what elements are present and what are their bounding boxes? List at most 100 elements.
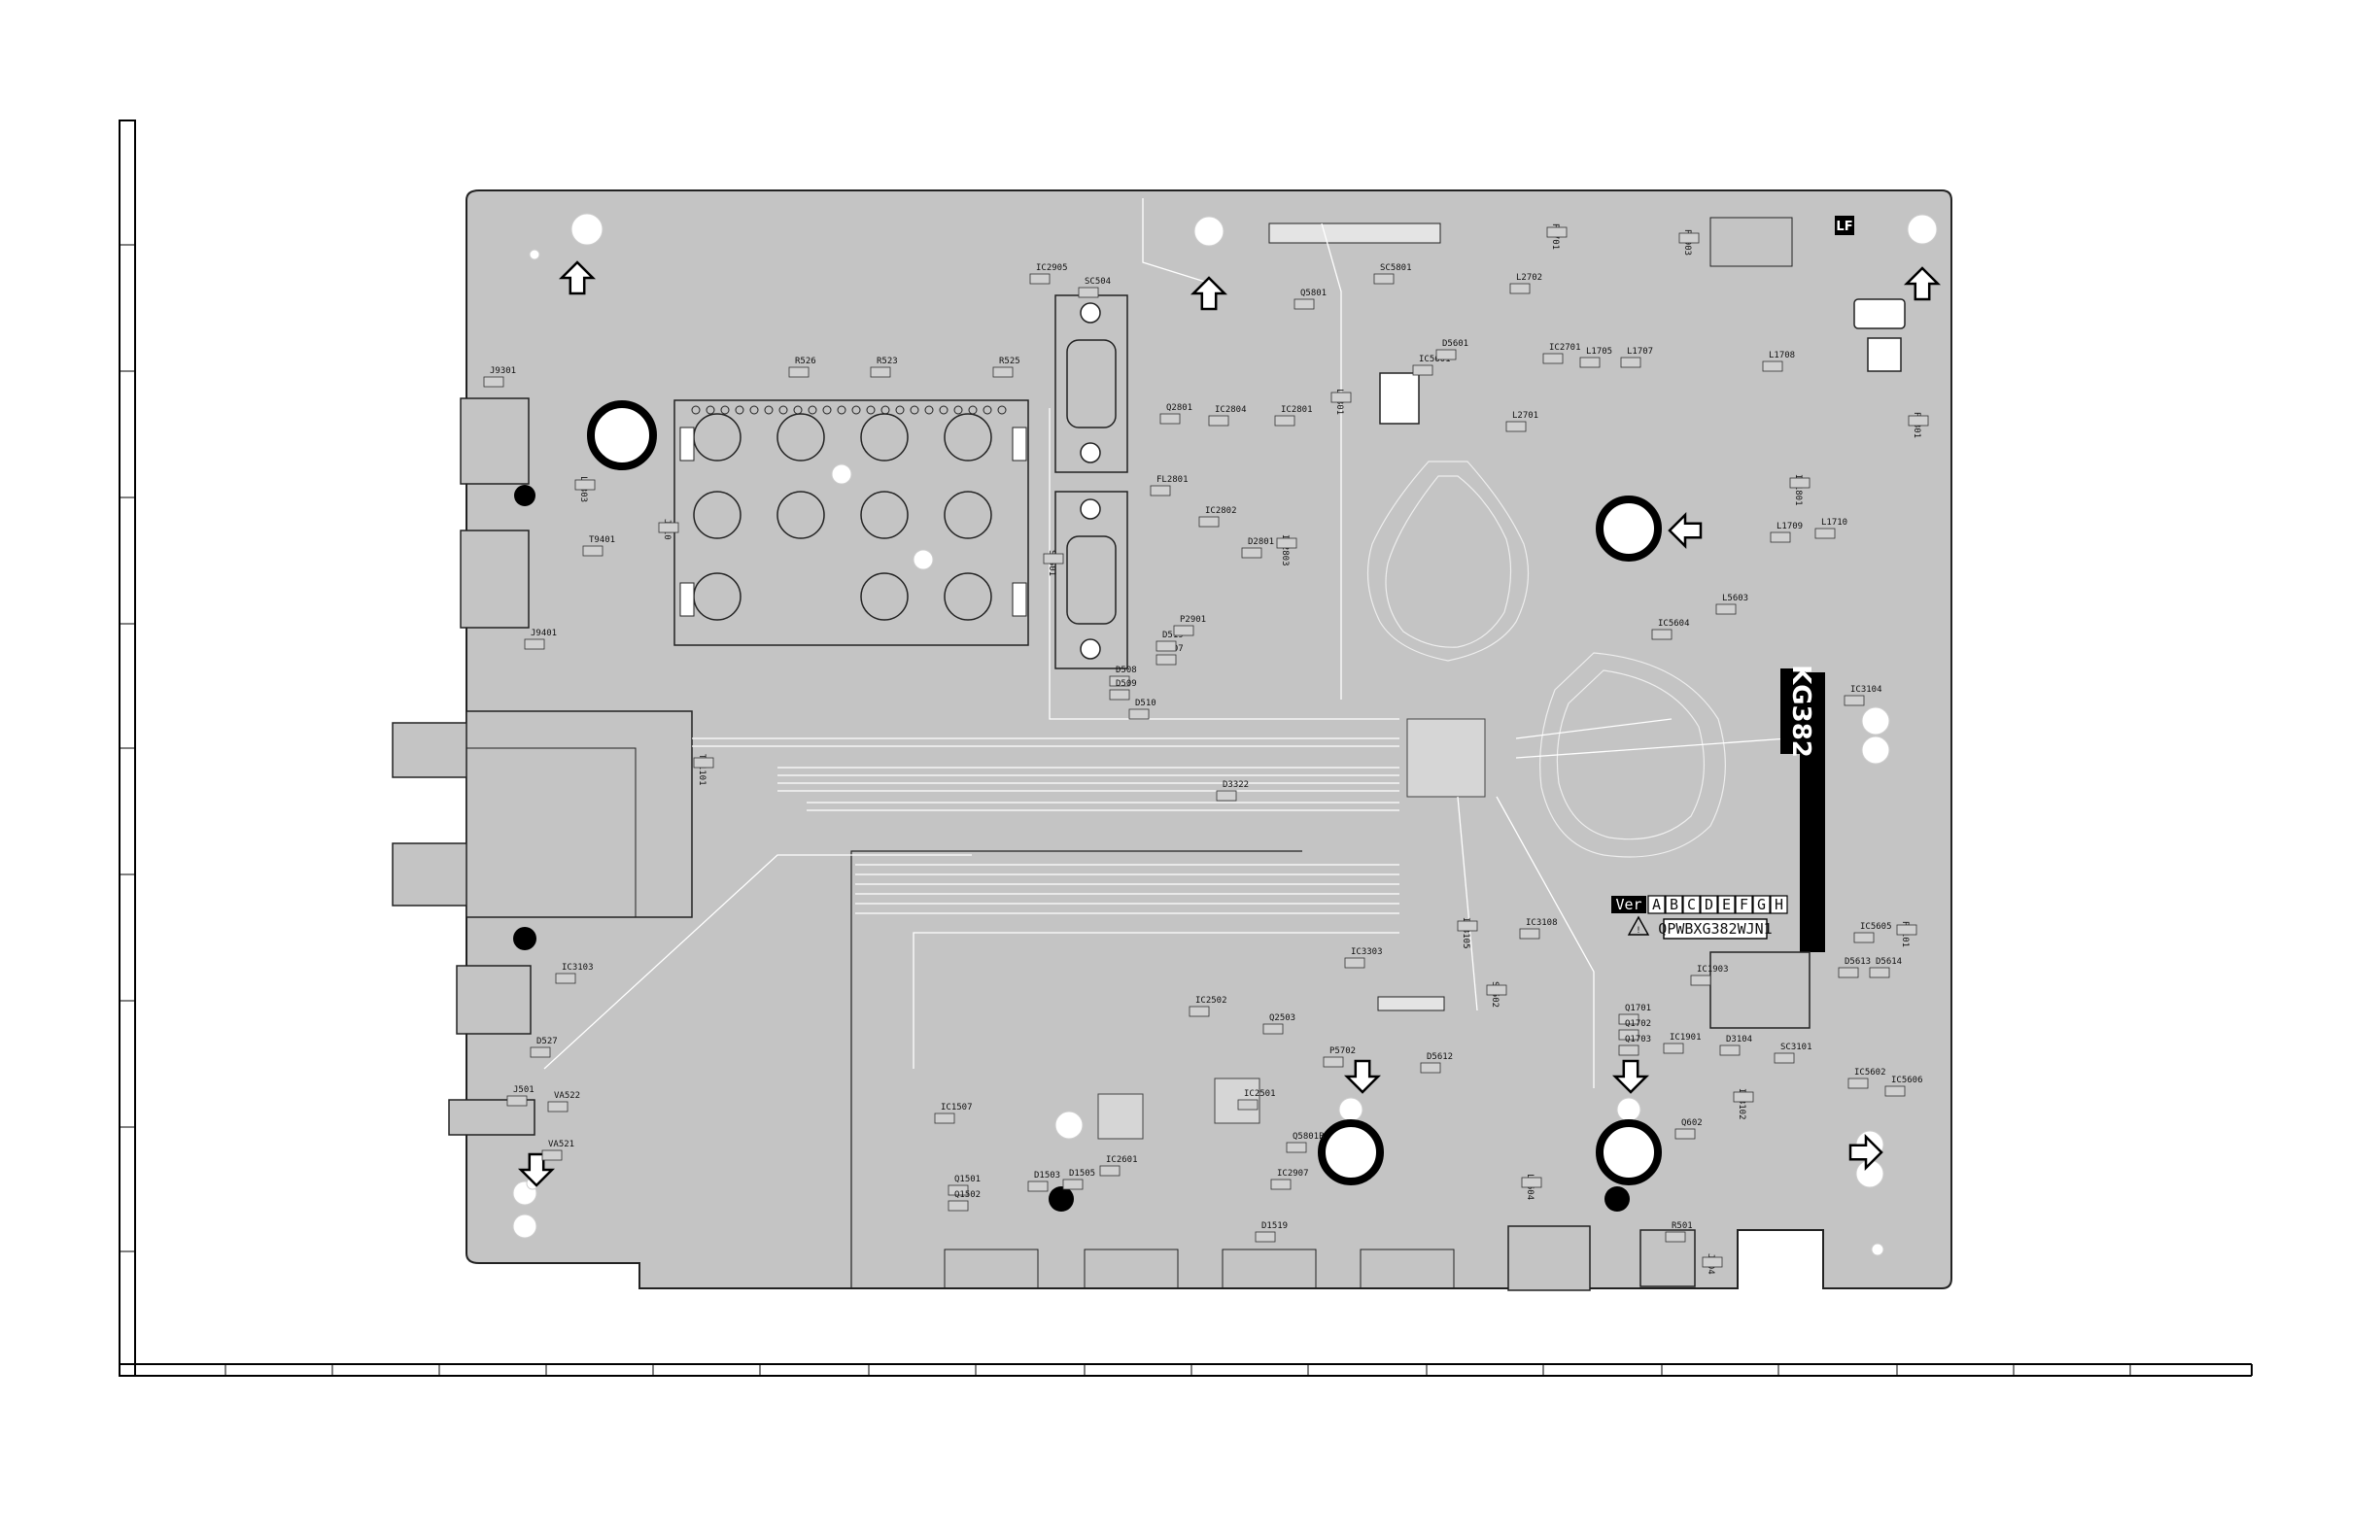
mounting-hole <box>831 463 852 485</box>
component-ref-label: D1519 <box>1261 1221 1288 1231</box>
component-ref-label: IC2802 <box>1205 506 1237 516</box>
component-ref-label: D510 <box>1135 699 1156 708</box>
component-ref-label: Q2801 <box>1166 403 1192 413</box>
mounting-hole <box>1338 1097 1363 1122</box>
component-ref-label: D1505 <box>1069 1169 1095 1179</box>
component-footprint <box>1043 553 1064 565</box>
component-footprint <box>1156 654 1177 666</box>
component-footprint <box>934 1112 955 1124</box>
component-footprint <box>1029 273 1051 285</box>
component-ref-label: IC5606 <box>1891 1076 1923 1085</box>
component-footprint <box>1618 1029 1639 1041</box>
component-footprint <box>1373 273 1395 285</box>
component-ref-label: Q5801 <box>1300 289 1327 298</box>
component-ref-label: IC2803 <box>1280 534 1290 566</box>
component-ref-label: D5612 <box>1427 1052 1453 1062</box>
component-ref-label: D5601 <box>1442 339 1468 349</box>
component-footprint <box>1420 1062 1441 1074</box>
component-ref-label: L5603 <box>1722 594 1748 603</box>
component-footprint <box>1062 1179 1084 1190</box>
component-ref-label: IC5601 <box>1419 355 1451 364</box>
component-ref-label: P2901 <box>1180 615 1206 625</box>
component-footprint <box>1435 349 1457 360</box>
component-ref-label: D519 <box>1162 631 1184 640</box>
board-part-number: QPWBXG382WJN1 <box>1658 920 1772 938</box>
component-footprint <box>1838 967 1859 978</box>
component-footprint <box>1618 1044 1639 1056</box>
component-ref-label: L1707 <box>1627 347 1653 357</box>
component-ref-label: IC3104 <box>1850 685 1882 695</box>
component-footprint <box>1099 1165 1121 1177</box>
component-ref-label: D508 <box>1116 666 1137 675</box>
component-footprint <box>1150 485 1171 496</box>
component-footprint <box>506 1095 528 1107</box>
version-letter: E <box>1722 896 1731 913</box>
component-ref-label: J501 <box>513 1085 535 1095</box>
component-ref-label: Q602 <box>1681 1118 1703 1128</box>
component-footprint <box>1521 1177 1542 1188</box>
component-ref-label: L1708 <box>1769 351 1795 360</box>
version-letter: B <box>1670 896 1678 913</box>
mounting-hole <box>529 249 540 260</box>
mounting-hole <box>1861 706 1890 736</box>
component-ref-label: SC504 <box>1085 277 1111 287</box>
component-footprint <box>555 973 576 984</box>
component-footprint <box>788 366 810 378</box>
component-ref-label: IC1507 <box>941 1103 973 1112</box>
component-ref-label: D509 <box>1116 679 1137 689</box>
component-footprint <box>1173 625 1194 636</box>
component-footprint <box>582 545 604 557</box>
component-ref-label: D1503 <box>1034 1171 1060 1181</box>
arrow-down-icon <box>1343 1059 1382 1094</box>
component-footprint <box>1286 1142 1307 1153</box>
component-footprint <box>658 522 679 533</box>
component-footprint <box>1293 298 1315 310</box>
component-footprint <box>1847 1078 1869 1089</box>
component-ref-label: D3104 <box>1726 1035 1752 1044</box>
component-ref-label: L1705 <box>1586 347 1612 357</box>
component-ref-label: Q1702 <box>1625 1019 1651 1029</box>
arrow-right-icon <box>1848 1133 1883 1172</box>
component-ref-label: SC5801 <box>1380 263 1412 273</box>
component-ref-label: D5614 <box>1876 957 1902 967</box>
component-ref-label: IC2905 <box>1036 263 1068 273</box>
component-footprint <box>1770 531 1791 543</box>
component-footprint <box>1241 547 1262 559</box>
pcb-board <box>392 189 1952 1291</box>
component-footprint <box>483 376 504 388</box>
component-footprint <box>1853 932 1875 943</box>
svg-text:!: ! <box>1636 926 1640 936</box>
component-footprint <box>1270 1179 1292 1190</box>
component-ref-label: VA522 <box>554 1091 580 1101</box>
component-ref-label: IC2701 <box>1549 343 1581 353</box>
component-ref-label: IC2601 <box>1106 1155 1138 1165</box>
component-ref-label: L1709 <box>1776 522 1803 531</box>
version-letter: H <box>1775 896 1783 913</box>
version-letter: C <box>1687 896 1696 913</box>
arrow-up-icon <box>1903 266 1942 301</box>
component-footprint <box>1869 967 1890 978</box>
component-ref-label: L2702 <box>1516 273 1542 283</box>
component-ref-label: J9301 <box>490 366 516 376</box>
component-ref-label: IC2502 <box>1195 996 1227 1006</box>
component-ref-label: T9401 <box>589 535 615 545</box>
mounting-hole <box>1907 214 1938 245</box>
component-ref-label: R526 <box>795 357 816 366</box>
version-letter: G <box>1757 896 1766 913</box>
component-footprint <box>1665 1231 1686 1243</box>
component-ref-label: TU1101 <box>697 754 707 786</box>
component-ref-label: Q1502 <box>954 1190 981 1200</box>
component-footprint <box>1908 415 1929 427</box>
component-footprint <box>693 757 714 769</box>
mounting-hole <box>1054 1111 1084 1140</box>
component-ref-label: R525 <box>999 357 1020 366</box>
component-footprint <box>1457 920 1478 932</box>
component-footprint <box>1789 477 1811 489</box>
component-footprint <box>992 366 1014 378</box>
component-ref-label: IC3102 <box>1737 1088 1746 1120</box>
component-footprint <box>1774 1052 1795 1064</box>
component-footprint <box>1884 1085 1906 1097</box>
component-footprint <box>1262 1023 1284 1035</box>
component-ref-label: J9401 <box>531 629 557 638</box>
